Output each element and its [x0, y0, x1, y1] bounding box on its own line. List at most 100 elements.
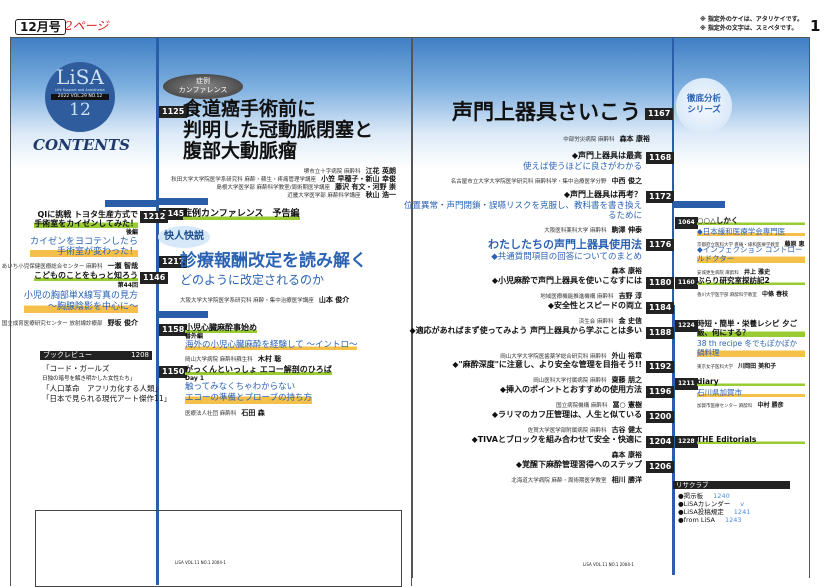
author-affiliation: 佐賀大学医学部附属病院 麻酔科 — [527, 428, 607, 434]
handwritten-page-note: 2ページ — [65, 19, 109, 33]
author-affiliation: 島根大学医学部 麻酔科学教室/周術期医学講座 — [216, 185, 331, 191]
column-subtitle: ◆インフェクション コントロールドクター — [697, 245, 805, 263]
author-line: 安城更生病院 麻酔科 井上 雅史 — [697, 265, 770, 278]
kodomo-author: 国立成育医療研究センター 放射線診療部 野坂 俊介 — [2, 315, 138, 329]
author-affiliation: 安城更生病院 麻酔科 — [697, 271, 739, 276]
shoni-author: 岡山大学病院 麻酔科蘇生科 木村 聡 — [185, 351, 281, 365]
author-name: 木村 聡 — [257, 355, 282, 363]
echo-title[interactable]: がっくんといっしょ エコー解剖のひろば — [185, 365, 332, 375]
kodomo-title[interactable]: こどものことをもっと知ろう — [34, 271, 138, 281]
series-item-title[interactable]: ◆挿入のポイントとおすすめの使用方法 — [499, 385, 642, 394]
qi-title[interactable]: QIに挑戦 トヨタ生産方式で 手術室をカイゼンしてみた！ — [34, 210, 138, 228]
book-item[interactable]: 「日本で見られる現代アート傑作11」 — [42, 394, 172, 403]
column-title[interactable]: THE Editorials — [697, 435, 805, 444]
author-affiliation: 北海道大学病院 麻酔・周術期医学教室 — [511, 478, 607, 484]
club-item-label: ●LiSA投稿規定 — [678, 508, 724, 516]
qi-blue: カイゼンをヨコテンしたら 手術室が変わった！ — [29, 237, 138, 257]
book-item[interactable]: 日独の暗号を解き明かした女性たち」 — [42, 376, 136, 382]
author-name: 齋藤 朋之 — [611, 376, 642, 384]
author-affiliation: あいち小児保健医療総合センター 麻酔科 — [1, 264, 103, 270]
series-item-title[interactable]: ◆安全性とスピードの両立 — [547, 301, 642, 310]
logo-volume: 2022 VOL.29 NO.12 — [51, 94, 109, 100]
series-item-title[interactable]: ◆声門上器具は再考？ — [563, 190, 642, 199]
qi-title-line: 手術室をカイゼンしてみた！ — [34, 219, 138, 228]
shoni-title[interactable]: 小児心臓麻酔事始め — [185, 323, 257, 333]
club-item-page: 1243 — [725, 516, 742, 524]
author-line: 岡山大学大学院医歯薬学総合研究科 麻酔科 外山 裕章 — [500, 348, 642, 362]
author-name: 金 史信 — [618, 317, 642, 325]
book-header-label: ブックレビュー — [43, 351, 92, 359]
column-title[interactable]: ぶらり研究室探訪記2 — [697, 276, 805, 285]
qi-blue-line: カイゼンをヨコテンしたら — [29, 237, 138, 247]
note-1: ※ 指定外のケイは、アタリケイです。 — [700, 16, 804, 23]
series-item-title[interactable]: ◆覚醒下麻酔管理習得へのステップ — [515, 460, 642, 469]
author-name: 石田 森 — [241, 409, 265, 417]
feature-title[interactable]: 食道癌手術前に 判明した冠動脈閉塞と 腹部大動脈瘤 — [183, 99, 373, 162]
author-line: 済生会 麻酔科 金 史信 — [579, 313, 642, 327]
page-badge: 1204 — [646, 436, 675, 448]
author-name: 森本 康裕 — [611, 451, 642, 459]
author-name: 江花 英朗 — [365, 167, 396, 175]
page-badge: 1200 — [646, 411, 675, 423]
series-title[interactable]: 声門上器具さいこう — [452, 100, 641, 124]
author-name: 駒澤 伸泰 — [611, 226, 642, 234]
book-item[interactable]: 「人口革命 アフリカ化する人類」 — [42, 384, 162, 393]
author-affiliation: 中部労災病院 麻酔科 — [563, 137, 615, 143]
column-title[interactable]: ○○△しかく — [697, 216, 805, 225]
kodomo-blue-line: 〜胸腺陰影を中心に〜 — [47, 302, 138, 312]
book-item[interactable]: 「コード・ガールズ — [42, 364, 110, 373]
author-affiliation: 国立病院機構 麻酔科 — [556, 403, 608, 409]
author-name: 藤沢 有文・河野 崇 — [335, 183, 396, 191]
book-review-header: ブックレビュー 1208 — [40, 351, 152, 360]
author-name: 古谷 健太 — [611, 426, 642, 434]
book-list: 「コード・ガールズ 日独の暗号を解き明かした女性たち」 「人口革命 アフリカ化す… — [42, 364, 171, 404]
author-affiliation: 岡山大学病院 麻酔科蘇生科 — [185, 357, 253, 363]
kodomo-blue: 小児の胸部単X線写真の見方 〜胸腺陰影を中心に〜 — [23, 291, 138, 313]
issue-label: 12月号 — [15, 19, 66, 35]
series-item-title[interactable]: ◆声門上器具は最高 — [571, 151, 642, 160]
section-divider — [673, 201, 725, 208]
left-footer: LiSA VOL.11 NO.1 2004-1 — [175, 560, 226, 565]
right-spine-line — [672, 37, 674, 305]
book-page: 1208 — [131, 351, 149, 359]
echo-blue-line: 触ってみなくちゃわからない — [185, 382, 296, 392]
author-line: 森本 康裕 — [612, 447, 642, 461]
author-affiliation: 岡山医科大学付属病院 麻酔科 — [533, 378, 607, 384]
kodomo-sub: 第44回 — [117, 282, 138, 289]
series-item-title[interactable]: ◆適応があればまず使ってみよう 声門上器具から学ぶことは多い — [409, 326, 642, 335]
author-line: 名古屋市立大学大学院医学研究科 麻酔科学・集中治療医学分野 中西 俊之 — [451, 173, 642, 187]
logo-number: 12 — [69, 100, 91, 120]
club-item-label: ●掲示板 — [678, 492, 704, 500]
author-name: 冨○ 憲樹 — [612, 401, 642, 409]
column-title[interactable]: 時短・簡単・栄養レシピ 夕ご飯、何にする？ — [697, 319, 805, 337]
case-conference-badge: 症例 カンファレンス — [163, 74, 243, 99]
contents-title: CONTENTS — [33, 136, 131, 154]
series-item-title[interactable]: ◆"麻酔深度"に注意し、より安全な管理を目指そう!! — [452, 360, 642, 369]
yokoku-title[interactable]: 症例カンファレンス 予告編 — [183, 208, 300, 220]
author-line: 北海道大学病院 麻酔・周術期医学教室 相川 勝洋 — [511, 472, 642, 486]
page-badge: 1206 — [646, 461, 675, 473]
series-item-title[interactable]: わたしたちの声門上器具使用法 — [488, 238, 642, 251]
kaijin-author: 大阪大学大学院医学系研究科 麻酔・集中治療医学講座 山本 俊介 — [180, 292, 349, 306]
page-badge: 1064 — [675, 217, 698, 229]
column-title[interactable]: diary — [697, 377, 805, 386]
page-badge: 1150 — [159, 366, 188, 378]
author-line: 東京女子医科大学 川岡田 美和子 — [697, 359, 776, 372]
author-line: 地域医療機能推進機構 麻酔科 吉野 淳 — [540, 288, 642, 302]
series-item-title[interactable]: ◆TIVAとブロックを組み合わせて安全・快適に — [471, 435, 642, 444]
shoni-blue: 海外の小児心臓麻酔を経験して 〜イントロ〜 — [185, 340, 358, 350]
shoni-sub: 番外編 — [185, 333, 204, 340]
author-name: 外山 裕章 — [611, 352, 642, 360]
page-badge: 1184 — [646, 302, 675, 314]
kaijin-title[interactable]: 診療報酬改定を読み解く — [180, 251, 367, 271]
feature-title-line: 判明した冠動脈閉塞と — [183, 119, 374, 141]
series-item-title[interactable]: ◆ラリマのカフ圧管理は、人生と似ている — [491, 410, 642, 419]
qi-author: あいち小児保健医療総合センター 麻酔科 一瀬 智哉 — [2, 258, 138, 272]
author-affiliation: 医療法人社団 麻酔科 — [185, 411, 237, 417]
series-item-subtitle: ◆共通質問項目の回答についてのまとめ — [491, 252, 642, 262]
series-item-title[interactable]: ◆小児麻酔で声門上器具を使いこなすには — [491, 276, 642, 285]
